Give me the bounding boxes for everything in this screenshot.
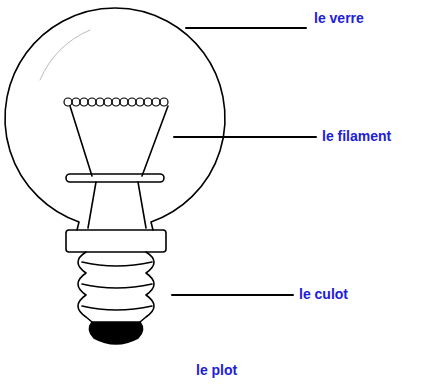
contact-plot	[89, 322, 142, 344]
filament-coil	[128, 98, 136, 106]
filament-coils	[64, 98, 168, 106]
glass-outline	[5, 8, 225, 230]
part-label: le verre	[312, 10, 366, 26]
part-label: le plot	[194, 362, 239, 378]
filament-coil	[152, 98, 160, 106]
part-label: le filament	[320, 128, 393, 144]
filament-coil	[120, 98, 128, 106]
filament-coil	[80, 98, 88, 106]
filament-coil	[64, 98, 72, 106]
screw-thread	[78, 252, 154, 322]
filament-coil	[144, 98, 152, 106]
filament-coil	[96, 98, 104, 106]
filament-coil	[104, 98, 112, 106]
leader-line	[174, 136, 316, 138]
filament-coil	[160, 98, 168, 106]
filament-coil	[88, 98, 96, 106]
leader-line	[172, 294, 293, 296]
filament-support	[70, 106, 168, 228]
part-label: le culot	[297, 286, 350, 302]
base-collar	[66, 230, 166, 252]
filament-coil	[136, 98, 144, 106]
glass-highlight	[40, 30, 90, 80]
filament-coil	[112, 98, 120, 106]
filament-coil	[72, 98, 80, 106]
leader-line	[186, 27, 306, 29]
glass-bar	[66, 174, 164, 182]
